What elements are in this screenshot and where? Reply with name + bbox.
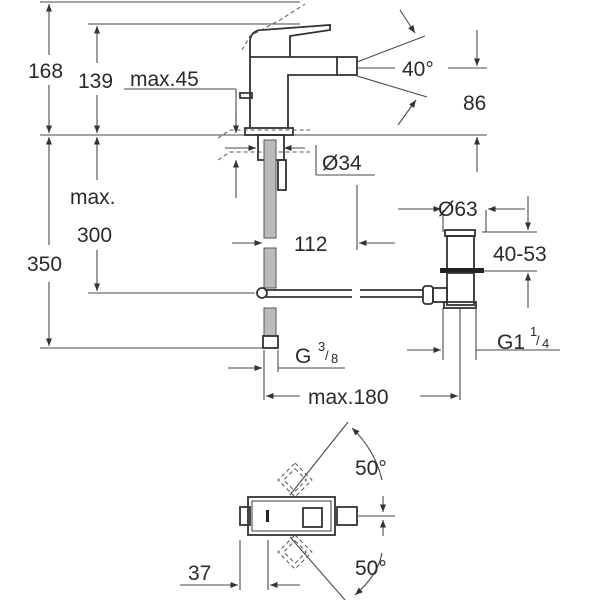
label-lever-offset: 37 (188, 562, 211, 585)
label-rotation-up: 50° (355, 457, 387, 480)
waste-thread-main: G1 (497, 331, 525, 354)
label-spout-reach: 112 (294, 233, 327, 256)
supply-thread-den: 8 (331, 351, 338, 366)
label-deck-thickness: max.45 (130, 68, 199, 91)
label-spout-angle: 40° (402, 58, 434, 81)
waste-fitting (422, 229, 484, 309)
label-max-distance: max.180 (308, 386, 389, 409)
label-spout-height: 139 (78, 70, 113, 93)
label-hose-length: 300 (77, 224, 112, 247)
label-below-deck: 350 (27, 253, 62, 276)
label-waste-range: 40-53 (493, 243, 547, 266)
faucet-top-view (239, 421, 395, 600)
label-outlet-height: 86 (463, 92, 486, 115)
supply-thread-num: 3 (318, 339, 325, 354)
label-hole-diameter: Ø34 (322, 152, 362, 175)
dimension-lines (45, 4, 532, 589)
label-hose-max: max. (70, 186, 116, 209)
waste-thread-slash: / (536, 333, 540, 348)
label-waste-diameter: Ø63 (438, 198, 478, 221)
label-total-height: 168 (28, 60, 63, 83)
label-rotation-down: 50° (355, 557, 387, 580)
supply-thread-slash: / (325, 348, 329, 363)
label-waste-thread: G1 1 / 4 (497, 324, 549, 354)
dimension-labels: 168 139 max.45 40° 86 Ø34 max. 300 350 1… (27, 58, 549, 585)
extension-lines (40, 1, 560, 590)
waste-thread-num: 1 (530, 324, 537, 339)
supply-thread-main: G (295, 345, 311, 368)
faucet-side-view (217, 3, 423, 349)
label-supply-thread: G 3 / 8 (295, 339, 338, 368)
waste-thread-den: 4 (542, 336, 549, 351)
